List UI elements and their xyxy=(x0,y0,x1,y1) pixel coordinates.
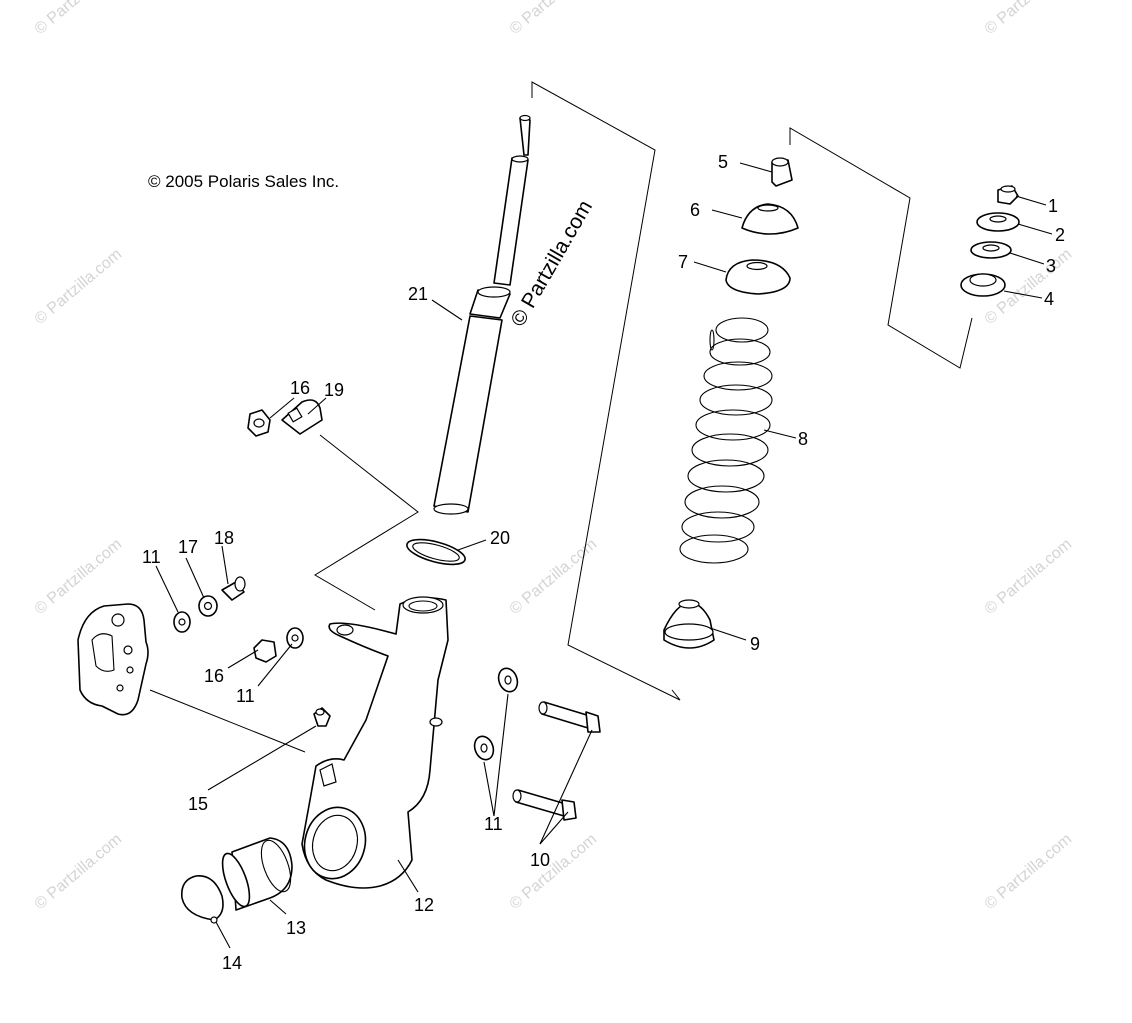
callout-13: 13 xyxy=(286,918,306,938)
watermark-faint: © Partzilla.com xyxy=(507,831,601,913)
callout-19: 19 xyxy=(324,380,344,400)
spring-seat xyxy=(725,259,791,295)
nut-and-clip xyxy=(247,399,323,437)
watermark-faint: © Partzilla.com xyxy=(507,536,601,618)
callout-10: 10 xyxy=(530,850,550,870)
watermark-faint: © Partzilla.com xyxy=(507,0,601,38)
callout-12: 12 xyxy=(414,895,434,915)
callout-2: 2 xyxy=(1055,225,1065,245)
callout-4: 4 xyxy=(1044,289,1054,309)
bump-stop xyxy=(663,599,715,649)
watermark-faint: © Partzilla.com xyxy=(32,0,126,38)
watermark-faint: © Partzilla.com xyxy=(982,536,1076,618)
callout-17: 17 xyxy=(178,537,198,557)
callout-18: 18 xyxy=(214,528,234,548)
callout-11-left-top: 11 xyxy=(142,547,161,567)
leader-lines xyxy=(155,162,1053,949)
copyright-notice: © 2005 Polaris Sales Inc. xyxy=(148,172,340,191)
steering-knuckle xyxy=(301,596,449,889)
strut-top-nut xyxy=(771,157,793,187)
caliper-hardware xyxy=(173,576,304,663)
callout-11-left-bottom: 11 xyxy=(236,686,255,706)
callout-5: 5 xyxy=(718,152,728,172)
top-mount-hardware xyxy=(960,185,1020,297)
callout-20: 20 xyxy=(490,528,510,548)
callout-9: 9 xyxy=(750,634,760,654)
callout-16-bottom: 16 xyxy=(204,666,224,686)
callout-14: 14 xyxy=(222,953,242,973)
callout-8: 8 xyxy=(798,429,808,449)
callout-6: 6 xyxy=(690,200,700,220)
callout-11-right: 11 xyxy=(484,814,503,834)
callout-3: 3 xyxy=(1046,256,1056,276)
knuckle-bolts-and-washers xyxy=(473,667,601,821)
callout-1: 1 xyxy=(1048,196,1058,216)
callout-16-top: 16 xyxy=(290,378,310,398)
watermark-faint: © Partzilla.com xyxy=(982,0,1076,38)
watermark-faint: © Partzilla.com xyxy=(982,831,1076,913)
wheel-bearing xyxy=(221,837,293,911)
watermark-faint: © Partzilla.com xyxy=(32,246,126,328)
grease-fitting xyxy=(313,707,331,727)
watermark-faint: © Partzilla.com xyxy=(32,831,126,913)
callout-21: 21 xyxy=(408,284,428,304)
faint-watermarks: © Partzilla.com © Partzilla.com © Partzi… xyxy=(32,0,1076,913)
brake-caliper xyxy=(77,603,149,716)
snap-ring xyxy=(180,875,224,924)
callout-7: 7 xyxy=(678,252,688,272)
upper-spring-cup xyxy=(741,203,799,235)
assembly-lines xyxy=(149,81,973,753)
callout-numbers: 1 2 3 4 5 6 7 8 9 10 11 11 11 12 13 14 1… xyxy=(142,152,1065,973)
o-ring xyxy=(406,538,466,566)
callout-15: 15 xyxy=(188,794,208,814)
coil-spring xyxy=(679,317,773,564)
strut-cartridge xyxy=(433,114,531,515)
